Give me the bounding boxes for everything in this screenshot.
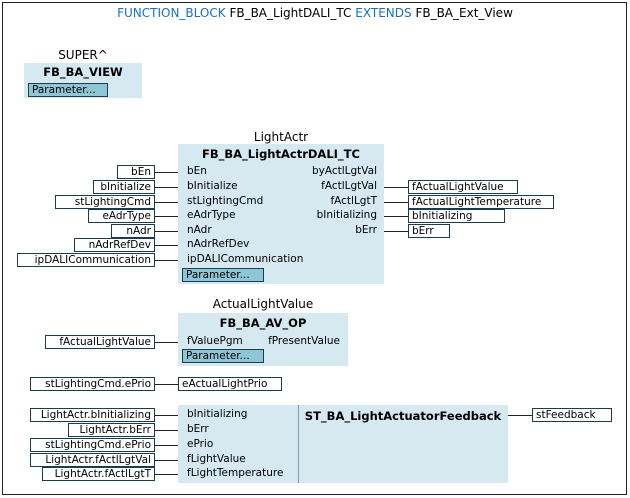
light-actr-input-pin: bEn <box>187 165 207 177</box>
light-actr-input-pin: bInitialize <box>187 180 238 192</box>
connection-line <box>384 216 408 217</box>
input-variable-box[interactable]: LightActr.bErr <box>68 423 155 437</box>
input-variable-box[interactable]: LightActr.bInitializing <box>30 408 155 422</box>
assignment-target-box[interactable]: eActualLightPrio <box>178 377 282 391</box>
connection-line <box>155 172 178 173</box>
connection-line <box>155 430 178 431</box>
input-variable-box[interactable]: nAdrRefDev <box>74 238 155 252</box>
feedback-input-pin: bInitializing <box>187 408 248 420</box>
connection-line <box>155 415 178 416</box>
function-block-header: FUNCTION_BLOCK FB_BA_LightDALI_TC EXTEND… <box>0 6 630 20</box>
header-keyword-extends: EXTENDS <box>355 6 412 20</box>
assignment-source-box[interactable]: stLightingCmd.ePrio <box>30 377 155 391</box>
feedback-struct-type: ST_BA_LightActuatorFeedback <box>304 409 502 423</box>
connection-line <box>155 202 178 203</box>
av-op-input-pin: fValuePgm <box>187 335 243 347</box>
feedback-struct-block[interactable] <box>178 405 508 483</box>
connection-line <box>155 474 178 475</box>
input-variable-box[interactable]: bEn <box>117 165 155 179</box>
header-block-name: FB_BA_LightDALI_TC <box>229 6 352 20</box>
light-actr-output-pin: byActlLgtVal <box>311 165 377 177</box>
av-op-block-type: FB_BA_AV_OP <box>219 316 307 330</box>
input-variable-box[interactable]: LightActr.fActlLgtT <box>42 467 155 481</box>
av-op-instance-label: ActualLightValue <box>212 297 314 311</box>
light-actr-block[interactable] <box>178 144 384 284</box>
light-actr-parameter-button[interactable]: Parameter... <box>182 268 264 282</box>
light-actr-output-pin: fActlLgtVal <box>321 180 377 192</box>
input-variable-box[interactable]: LightActr.fActlLgtVal <box>30 453 155 467</box>
input-variable-box[interactable]: nAdr <box>111 224 155 238</box>
connection-line <box>508 415 532 416</box>
connection-line <box>155 231 178 232</box>
input-variable-box[interactable]: stLightingCmd <box>55 195 155 209</box>
output-variable-box[interactable]: stFeedback <box>532 408 612 422</box>
connection-line <box>155 460 178 461</box>
connection-line <box>155 260 178 261</box>
connection-line <box>155 342 178 343</box>
feedback-input-pin: bErr <box>187 423 209 435</box>
struct-divider <box>298 405 299 483</box>
connection-line <box>155 384 178 385</box>
light-actr-input-pin: stLightingCmd <box>187 195 264 207</box>
light-actr-input-pin: nAdr <box>187 224 212 236</box>
light-actr-output-pin: bInitializing <box>316 209 377 221</box>
light-actr-input-pin: ipDALICommunication <box>187 253 304 265</box>
input-variable-box[interactable]: stLightingCmd.ePrio <box>30 438 155 452</box>
connection-line <box>384 231 408 232</box>
connection-line <box>155 216 178 217</box>
feedback-input-pin: ePrio <box>187 438 214 450</box>
light-actr-output-pin: fActlLgtT <box>330 195 377 207</box>
feedback-input-pin: fLightTemperature <box>187 467 284 479</box>
super-parameter-button[interactable]: Parameter... <box>28 83 108 97</box>
output-variable-box[interactable]: bInitializing <box>408 209 505 223</box>
connection-line <box>155 245 178 246</box>
light-actr-output-pin: bErr <box>355 224 377 236</box>
light-actr-instance-label: LightActr <box>253 130 309 144</box>
super-instance-label: SUPER^ <box>58 48 108 62</box>
output-variable-box[interactable]: fActualLightTemperature <box>408 195 554 209</box>
connection-line <box>384 202 408 203</box>
input-variable-box[interactable]: fActualLightValue <box>45 335 155 349</box>
input-variable-box[interactable]: eAdrType <box>88 209 155 223</box>
input-variable-box[interactable]: ipDALICommunication <box>17 253 155 267</box>
connection-line <box>155 187 178 188</box>
av-op-output-pin: fPresentValue <box>268 335 340 347</box>
feedback-input-pin: fLightValue <box>187 453 246 465</box>
super-block-type: FB_BA_VIEW <box>43 65 123 79</box>
av-op-parameter-button[interactable]: Parameter... <box>182 349 264 363</box>
header-base-name: FB_BA_Ext_View <box>415 6 513 20</box>
output-variable-box[interactable]: fActualLightValue <box>408 180 518 194</box>
connection-line <box>384 187 408 188</box>
light-actr-input-pin: eAdrType <box>187 209 236 221</box>
header-keyword-function-block: FUNCTION_BLOCK <box>117 6 226 20</box>
light-actr-input-pin: nAdrRefDev <box>187 238 250 250</box>
input-variable-box[interactable]: bInitialize <box>93 180 155 194</box>
output-variable-box[interactable]: bErr <box>408 224 450 238</box>
connection-line <box>155 445 178 446</box>
light-actr-block-type: FB_BA_LightActrDALI_TC <box>202 147 360 161</box>
